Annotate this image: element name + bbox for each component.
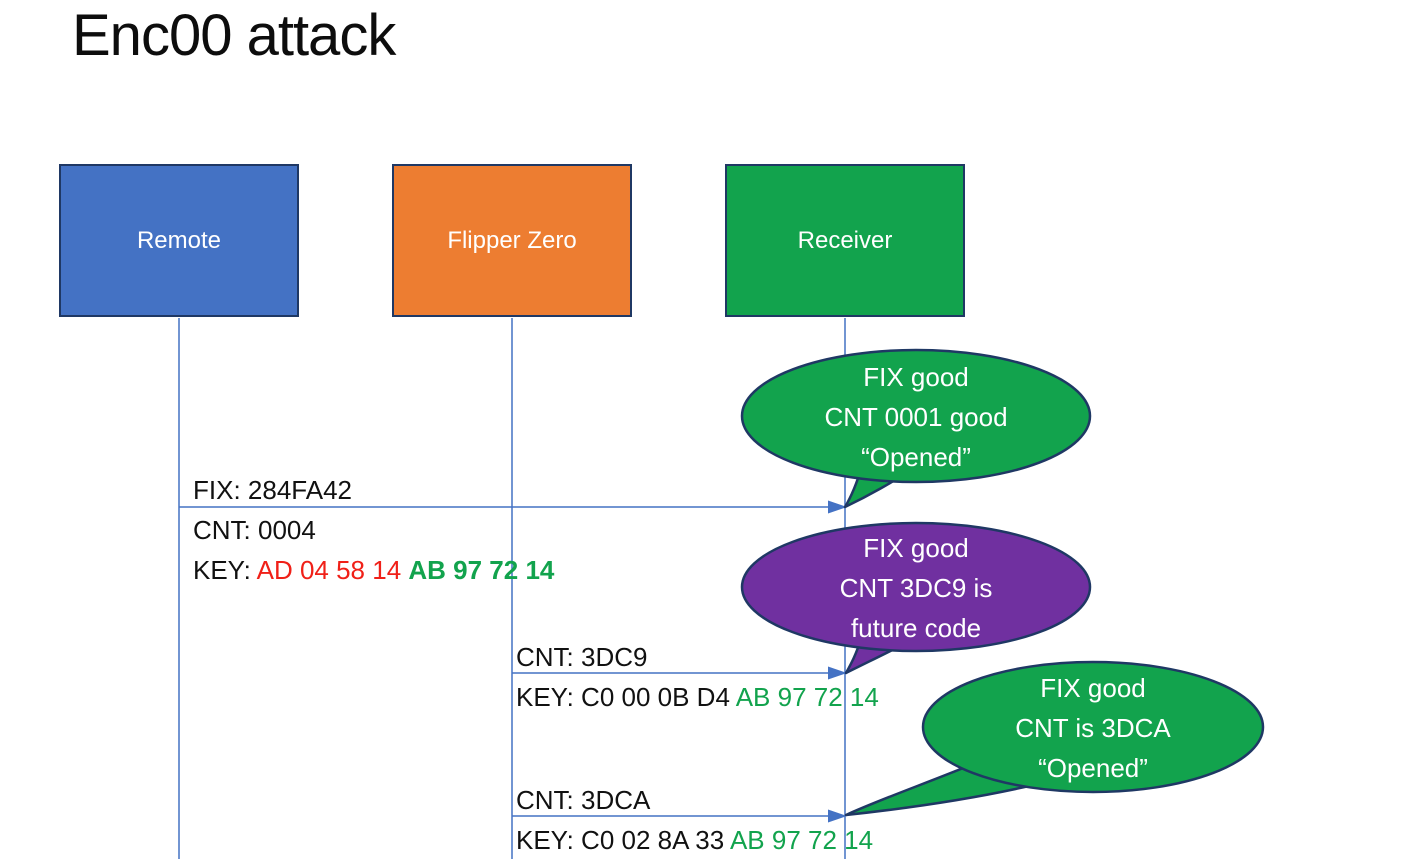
- message-line-cnt: CNT: 0004: [193, 510, 554, 550]
- text-key-prefix: KEY: C0 02 8A 33: [516, 825, 730, 855]
- text-key-red-bytes: AD 04 58 14: [256, 555, 409, 585]
- message-line-key: KEY: C0 00 0B D4 AB 97 72 14: [516, 677, 879, 717]
- text-cnt-value: CNT: 3DC9: [516, 642, 648, 672]
- actor-box-flipper-zero: Flipper Zero: [392, 164, 632, 317]
- message-arrow-flipper-to-receiver-2: [512, 809, 847, 823]
- message-label-3: CNT: 3DCA KEY: C0 02 8A 33 AB 97 72 14: [516, 780, 873, 859]
- callout-line: “Opened”: [861, 442, 971, 472]
- message-line-fix: FIX: 284FA42: [193, 470, 554, 510]
- message-line-key: KEY: C0 02 8A 33 AB 97 72 14: [516, 820, 873, 859]
- callout-line: FIX good: [863, 362, 969, 392]
- message-arrow-remote-to-receiver: [179, 500, 847, 514]
- actor-label-flipper-zero: Flipper Zero: [447, 226, 577, 254]
- text-key-prefix: KEY:: [193, 555, 257, 585]
- callout-bubble-future-code: [740, 521, 1092, 675]
- text-fix-value: FIX: 284FA42: [193, 475, 352, 505]
- actor-box-receiver: Receiver: [725, 164, 965, 317]
- callout-bubble-opened-2: [844, 660, 1265, 817]
- message-line-key: KEY: AD 04 58 14 AB 97 72 14: [193, 550, 554, 590]
- message-line-cnt: CNT: 3DCA: [516, 780, 873, 820]
- callout-line: CNT 0001 good: [824, 402, 1008, 432]
- callout-text-opened-1: FIX good CNT 0001 good “Opened”: [746, 357, 1086, 477]
- message-label-2: CNT: 3DC9 KEY: C0 00 0B D4 AB 97 72 14: [516, 637, 879, 717]
- actor-box-remote: Remote: [59, 164, 299, 317]
- callout-line: CNT is 3DCA: [1015, 713, 1171, 743]
- text-key-prefix: KEY: C0 00 0B D4: [516, 682, 736, 712]
- callout-text-future-code: FIX good CNT 3DC9 is future code: [746, 528, 1086, 648]
- message-line-cnt: CNT: 3DC9: [516, 637, 879, 677]
- message-arrow-flipper-to-receiver-1: [512, 666, 847, 680]
- actor-label-remote: Remote: [136, 226, 222, 254]
- callout-text-opened-2: FIX good CNT is 3DCA “Opened”: [923, 668, 1263, 788]
- callout-line: CNT 3DC9 is: [839, 573, 993, 603]
- message-label-1: FIX: 284FA42 CNT: 0004 KEY: AD 04 58 14 …: [193, 470, 554, 590]
- text-key-green-bytes: AB 97 72 14: [729, 825, 874, 855]
- slide-title: Enc00 attack: [72, 3, 396, 68]
- text-cnt-value: CNT: 3DCA: [516, 785, 651, 815]
- callout-line: FIX good: [1040, 673, 1146, 703]
- text-key-green-bytes: AB 97 72 14: [408, 555, 555, 585]
- callout-line: “Opened”: [1038, 753, 1148, 783]
- callout-line: future code: [850, 613, 982, 643]
- text-key-green-bytes: AB 97 72 14: [735, 682, 879, 712]
- actor-label-receiver: Receiver: [797, 226, 893, 254]
- callout-line: FIX good: [863, 533, 969, 563]
- text-cnt-value: CNT: 0004: [193, 515, 316, 545]
- callout-bubble-opened-1: [740, 348, 1092, 509]
